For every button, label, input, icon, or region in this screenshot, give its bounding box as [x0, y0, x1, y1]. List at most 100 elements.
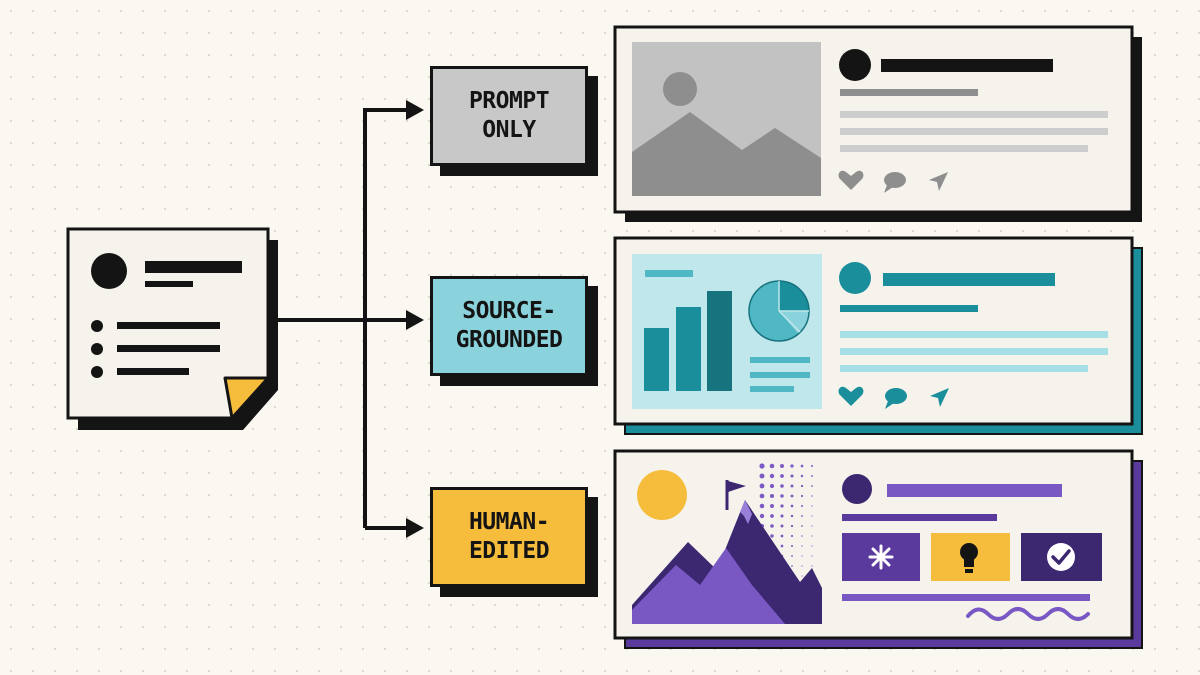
checkmark-icon: [1021, 533, 1102, 581]
arrow-to-human-edited: [406, 518, 424, 538]
halftone-dot: [770, 524, 774, 528]
halftone-dot: [801, 555, 803, 557]
post-body-line: [842, 594, 1090, 601]
halftone-dot: [811, 495, 813, 497]
sun-icon: [637, 470, 687, 520]
image-placeholder-icon: [632, 42, 821, 196]
halftone-dot: [801, 525, 803, 527]
halftone-dot: [811, 565, 813, 567]
post-title-line: [883, 273, 1055, 286]
halftone-dot: [791, 545, 793, 547]
halftone-dot: [800, 494, 804, 498]
halftone-dot: [811, 535, 813, 537]
halftone-dot: [800, 474, 804, 478]
source-document: [66, 227, 278, 430]
halftone-dot: [790, 534, 794, 538]
halftone-dot: [801, 535, 803, 537]
send-icon: [930, 388, 949, 407]
halftone-dot: [811, 525, 813, 527]
halftone-dot: [780, 534, 784, 538]
avatar: [842, 474, 872, 504]
halftone-dot: [759, 483, 765, 489]
halftone-dot: [790, 464, 794, 468]
halftone-dot: [770, 514, 774, 518]
arrow-to-source-grounded: [406, 310, 424, 330]
halftone-dot: [780, 504, 784, 508]
arrowheads: [406, 100, 424, 538]
halftone-dot: [811, 485, 813, 487]
document-title-line: [145, 261, 242, 273]
halftone-dot: [790, 494, 794, 498]
halftone-dot: [801, 565, 803, 567]
halftone-dot: [780, 524, 784, 528]
halftone-dot: [801, 505, 803, 507]
halftone-dot: [759, 493, 765, 499]
post-subtitle-line: [840, 89, 978, 96]
squiggle-line: [966, 607, 1090, 621]
label-source-grounded-text: SOURCE- GROUNDED: [455, 298, 563, 353]
halftone-dot: [769, 473, 775, 479]
document-subtitle-line: [145, 281, 193, 287]
document-bullet-list: [91, 320, 220, 378]
post-body-lines: [840, 331, 1108, 372]
halftone-dot: [780, 474, 784, 478]
halftone-dot: [811, 475, 813, 477]
label-human-edited-text: HUMAN- EDITED: [468, 509, 550, 564]
avatar: [839, 49, 871, 81]
label-source-grounded: SOURCE- GROUNDED: [430, 276, 588, 376]
halftone-dot: [790, 504, 794, 508]
pie-chart-icon: [748, 280, 810, 342]
halftone-dot: [811, 465, 813, 467]
halftone-dot: [800, 484, 804, 488]
heart-icon: [838, 386, 864, 406]
halftone-dot: [790, 524, 794, 528]
halftone-dot: [780, 514, 784, 518]
sparkle-icon: [842, 533, 920, 581]
label-human-edited: HUMAN- EDITED: [430, 487, 588, 587]
halftone-dot: [759, 503, 765, 509]
label-prompt-only-text: PROMPT ONLY: [468, 88, 550, 143]
post-body-lines: [840, 111, 1108, 152]
halftone-dot: [811, 555, 813, 557]
lightbulb-icon: [931, 533, 1010, 581]
halftone-dot: [769, 493, 775, 499]
heart-icon: [838, 170, 864, 190]
halftone-dot: [801, 515, 803, 517]
halftone-dot: [791, 555, 793, 557]
halftone-dot: [790, 514, 794, 518]
halftone-dot: [770, 504, 774, 508]
halftone-dot: [800, 464, 804, 468]
halftone-dot: [770, 534, 774, 538]
post-title-line: [881, 59, 1053, 72]
halftone-dot: [769, 463, 775, 469]
halftone-dot: [791, 565, 793, 567]
panel-heading-line: [645, 270, 693, 277]
card-prompt-only: [613, 25, 1142, 222]
halftone-dot: [801, 545, 803, 547]
halftone-dot: [759, 473, 765, 479]
halftone-dot: [790, 474, 794, 478]
halftone-dot: [759, 513, 765, 519]
comment-icon: [885, 388, 907, 409]
halftone-dot: [759, 463, 765, 469]
comment-icon: [884, 172, 906, 193]
bar-chart-icon: [644, 291, 732, 391]
halftone-dot: [811, 505, 813, 507]
branch-connectors: [276, 108, 410, 530]
post-subtitle-line: [840, 305, 978, 312]
post-title-line: [887, 484, 1062, 497]
document-folded-corner: [223, 376, 270, 420]
halftone-dot: [811, 545, 813, 547]
halftone-dot: [790, 484, 794, 488]
panel-legend-lines: [750, 357, 810, 392]
halftone-dot: [780, 494, 784, 498]
halftone-dot: [780, 484, 784, 488]
halftone-dot: [811, 515, 813, 517]
label-prompt-only: PROMPT ONLY: [430, 66, 588, 166]
mountain-flag-icon: [632, 480, 822, 624]
send-icon: [929, 172, 948, 191]
halftone-dot: [780, 544, 784, 548]
arrow-to-prompt-only: [406, 100, 424, 120]
post-subtitle-line: [842, 514, 997, 521]
